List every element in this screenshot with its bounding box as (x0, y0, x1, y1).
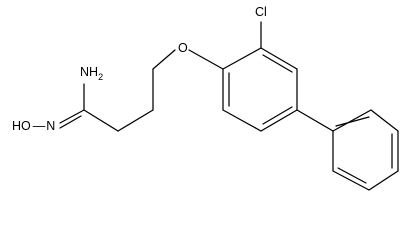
oxygen-label: O (178, 41, 188, 55)
c-n-double-bond (59, 115, 82, 129)
hydroxyimino-bond: — (33, 119, 46, 133)
c-n-double-bond (59, 109, 85, 124)
ring1-bond-inner (262, 54, 293, 73)
amine-label-main: NH (80, 65, 98, 79)
ring1-bond (222, 109, 262, 132)
ring2-bond (332, 109, 372, 132)
ring1-bond (260, 47, 298, 70)
c-o-bond (188, 49, 224, 70)
ring2-bond-inner (337, 167, 367, 184)
atom-labels: Cl O NH2 HO—N (12, 5, 267, 133)
ring2-bond (332, 170, 370, 191)
chlorine-label: Cl (255, 5, 267, 19)
ring1-bond (222, 47, 262, 70)
chain-bond (117, 109, 154, 132)
ring1-bond (260, 109, 298, 132)
hydroxyimino-n: N (46, 119, 55, 133)
bonds (59, 21, 399, 191)
amine-label-subscript: 2 (98, 72, 103, 82)
ring2-bond-inner (335, 116, 370, 127)
amine-label: NH2 (80, 65, 103, 82)
biaryl-bond (296, 109, 334, 132)
ring2-bond (368, 170, 399, 191)
structure-diagram: Cl O NH2 HO—N (12, 5, 399, 191)
hydroxyimino-ho: HO (12, 119, 31, 133)
ring1-bond-inner (262, 106, 293, 125)
chain-bond (83, 109, 119, 132)
o-c-bond (152, 49, 176, 70)
hydroxyimino-label: HO—N (12, 119, 55, 133)
ring2-bond (370, 109, 399, 132)
